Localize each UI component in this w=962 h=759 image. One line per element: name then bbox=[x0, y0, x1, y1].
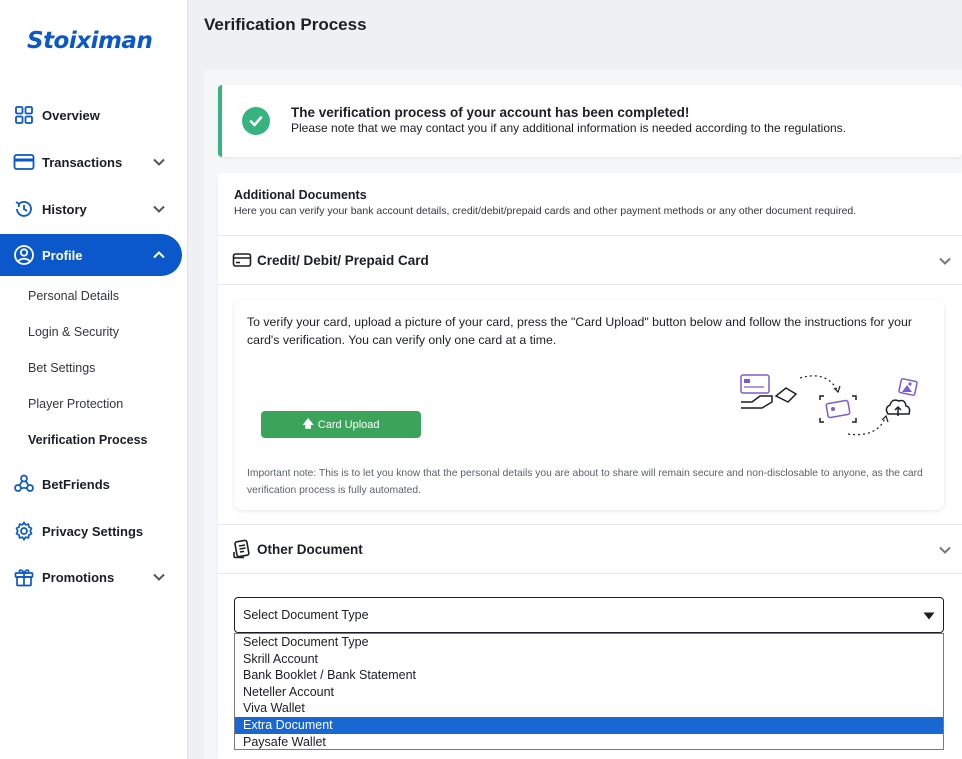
card-section-header[interactable]: Credit/ Debit/ Prepaid Card bbox=[218, 235, 962, 285]
dropdown-option[interactable]: Paysafe Wallet bbox=[243, 734, 326, 749]
sidebar-item-label: Overview bbox=[42, 107, 100, 123]
other-document-section-label: Other Document bbox=[257, 541, 363, 557]
friends-icon bbox=[13, 473, 35, 495]
dropdown-option-highlighted[interactable]: Extra Document bbox=[235, 716, 943, 734]
sidebar-item-label: Profile bbox=[42, 247, 83, 263]
banner-title: The verification process of your account… bbox=[291, 105, 690, 120]
sidebar-item-label: Promotions bbox=[42, 569, 115, 585]
check-circle-icon bbox=[242, 107, 270, 135]
dropdown-option[interactable]: Bank Booklet / Bank Statement bbox=[243, 668, 417, 683]
chevron-up-icon[interactable] bbox=[152, 248, 166, 262]
gift-icon bbox=[13, 566, 35, 588]
sidebar-subitem-login-security[interactable]: Login & Security bbox=[28, 325, 120, 339]
sidebar-subitem-bet-settings[interactable]: Bet Settings bbox=[28, 361, 96, 375]
document-type-select-value: Select Document Type bbox=[243, 608, 369, 622]
dropdown-option[interactable]: Select Document Type bbox=[243, 635, 369, 649]
chevron-down-icon[interactable] bbox=[152, 155, 166, 169]
sidebar-item-betfriends[interactable]: BetFriends bbox=[0, 463, 182, 505]
sidebar-item-history[interactable]: History bbox=[0, 188, 182, 230]
dropdown-option[interactable]: Viva Wallet bbox=[243, 701, 305, 716]
sidebar-item-label: BetFriends bbox=[42, 476, 110, 492]
chevron-down-icon[interactable] bbox=[938, 254, 952, 268]
logo[interactable]: Stoiximan bbox=[27, 28, 153, 54]
additional-documents-subtitle: Here you can verify your bank account de… bbox=[234, 205, 857, 217]
sidebar-item-label: History bbox=[42, 201, 87, 217]
card-icon bbox=[232, 250, 252, 270]
sidebar-item-promotions[interactable]: Promotions bbox=[0, 556, 182, 598]
sidebar-item-label: Transactions bbox=[42, 154, 123, 170]
card-instructions: To verify your card, upload a picture of… bbox=[247, 315, 912, 347]
document-type-select[interactable]: Select Document Type bbox=[234, 597, 944, 633]
caret-down-icon bbox=[923, 612, 935, 620]
chevron-down-icon[interactable] bbox=[152, 202, 166, 216]
arrow-up-icon: 🡅 bbox=[302, 418, 314, 430]
gear-icon bbox=[13, 520, 35, 542]
success-banner: The verification process of your account… bbox=[218, 85, 962, 157]
card-upload-button[interactable]: 🡅 Card Upload bbox=[261, 411, 421, 438]
other-document-section-header[interactable]: Other Document bbox=[218, 524, 962, 574]
history-icon bbox=[13, 198, 35, 220]
grid-icon bbox=[13, 104, 35, 126]
sidebar-item-overview[interactable]: Overview bbox=[0, 94, 182, 136]
card-section-label: Credit/ Debit/ Prepaid Card bbox=[257, 252, 429, 268]
card-icon bbox=[13, 151, 35, 173]
document-icon bbox=[232, 539, 252, 559]
sidebar-item-profile[interactable]: Profile bbox=[0, 234, 182, 276]
chevron-down-icon[interactable] bbox=[938, 543, 952, 557]
document-type-dropdown: Select Document Type Skrill Account Bank… bbox=[234, 633, 944, 750]
sidebar-subitem-player-protection[interactable]: Player Protection bbox=[28, 397, 124, 411]
sidebar-item-transactions[interactable]: Transactions bbox=[0, 141, 182, 183]
user-icon bbox=[13, 244, 35, 266]
banner-subtitle: Please note that we may contact you if a… bbox=[291, 121, 847, 135]
sidebar: Stoiximan Overview Transactions History … bbox=[0, 0, 188, 759]
sidebar-item-privacy-settings[interactable]: Privacy Settings bbox=[0, 510, 182, 552]
card-important-note: Important note: This is to let you know … bbox=[247, 468, 923, 496]
card-upload-panel: To verify your card, upload a picture of… bbox=[234, 300, 944, 510]
card-verification-illustration bbox=[740, 374, 918, 436]
chevron-down-icon[interactable] bbox=[152, 570, 166, 584]
sidebar-subitem-personal-details[interactable]: Personal Details bbox=[28, 289, 120, 303]
sidebar-subitem-verification-process[interactable]: Verification Process bbox=[28, 433, 148, 447]
card-upload-label: Card Upload bbox=[317, 418, 380, 431]
dropdown-option[interactable]: Skrill Account bbox=[243, 651, 319, 666]
additional-documents-title: Additional Documents bbox=[234, 188, 367, 202]
page-title: Verification Process bbox=[204, 15, 367, 34]
dropdown-option[interactable]: Neteller Account bbox=[243, 684, 335, 699]
sidebar-item-label: Privacy Settings bbox=[42, 523, 144, 539]
